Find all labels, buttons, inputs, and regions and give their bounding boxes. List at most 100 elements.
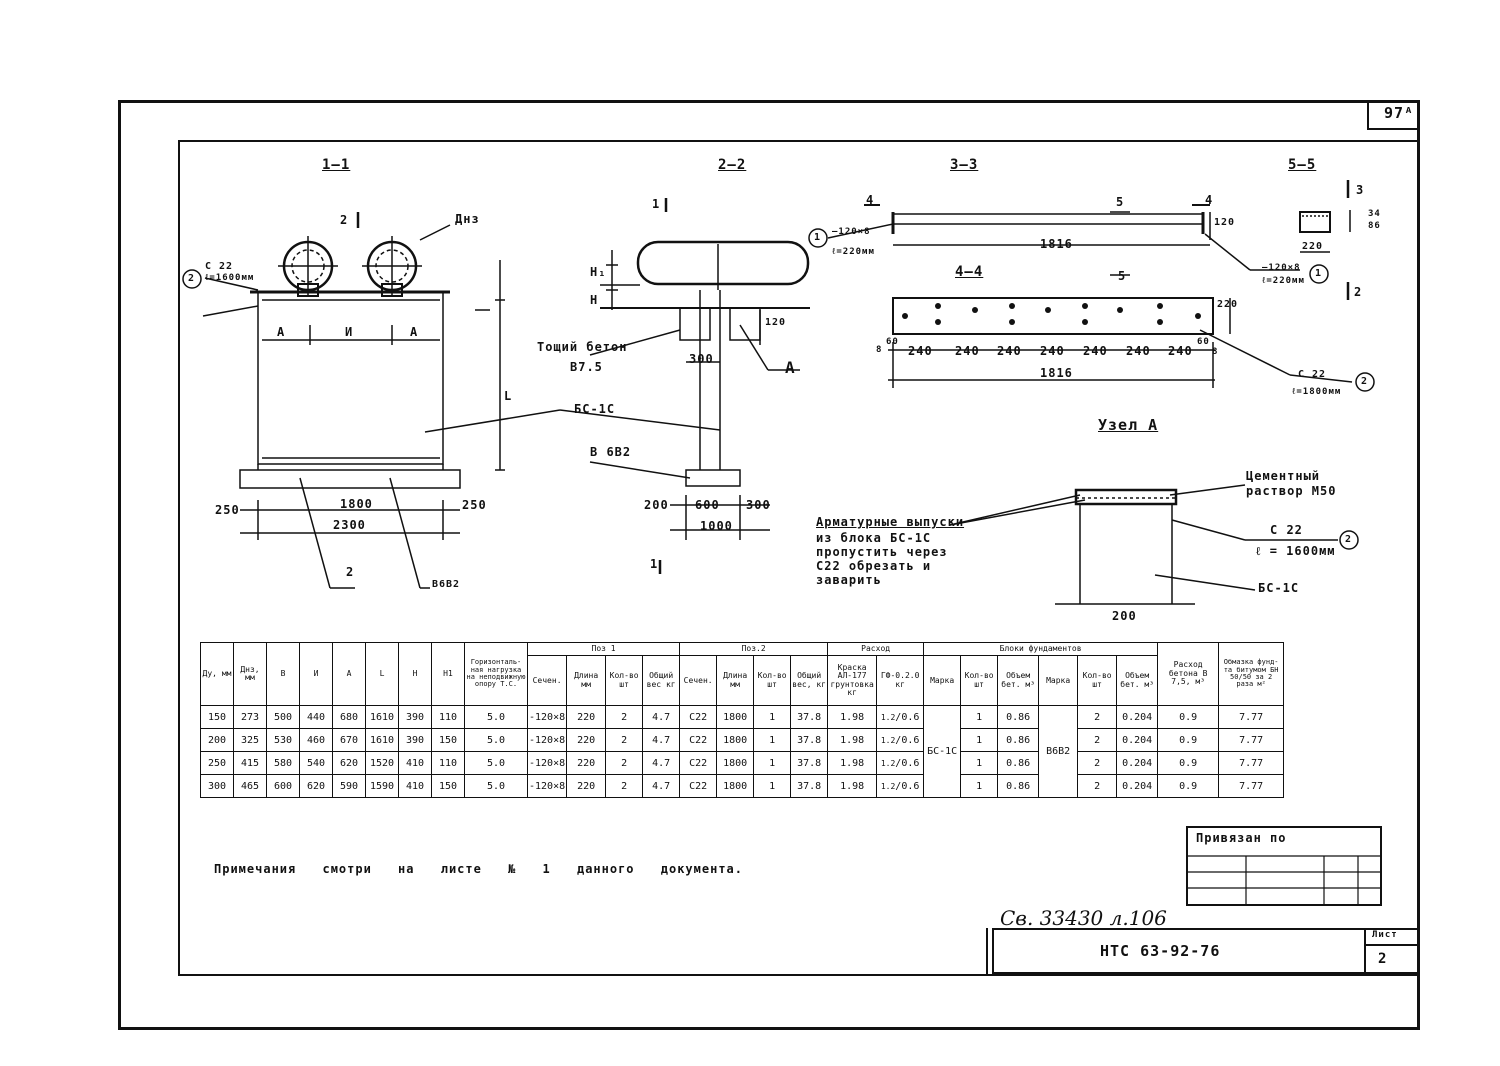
dim-220-top: 220 [1302,241,1324,252]
cell: 415 [233,751,267,775]
col-h: Н [398,642,432,706]
cell: 0.204 [1116,728,1159,752]
cell: С22 [679,705,718,729]
cell: 500 [266,705,300,729]
cell: 4.7 [642,705,681,729]
cut-mark-4-right: 4 [1205,193,1214,207]
cell: 0.9 [1157,751,1220,775]
table-row: 200 325 530 460 670 1610 390 150 5.0 -12… [200,728,1285,752]
cell: -120×8 [526,705,568,729]
cell: 1.2 [880,735,896,745]
cell: 1.2 [880,712,896,722]
cell: 300 [200,774,234,798]
cell: 1610 [365,705,399,729]
v6b2-label: В 6В2 [590,445,632,459]
cut-mark-1-bottom: 1 [650,557,659,571]
cell: 1.98 [827,705,878,729]
cell: 7.77 [1218,751,1285,775]
col-a: А [332,642,366,706]
dim-120-right: 120 [1214,217,1236,228]
dim-240-7: 240 [1168,344,1193,358]
dim-240-4: 240 [1040,344,1065,358]
dim-220-side: 220 [1217,299,1239,310]
bs1c-node-label: БС-1С [1258,581,1300,595]
cell: 1590 [365,774,399,798]
col-horizontal-load: Горизонталь-ная нагрузка на неподвижную … [464,642,528,706]
cell: 150 [431,728,465,752]
cell: 110 [431,705,465,729]
col-block-qty: Кол-во шт [960,655,999,706]
cell: 1.98 [827,774,878,798]
cell: 220 [566,751,607,775]
cell: 540 [299,751,333,775]
col-pos2-length: Длина мм [716,655,755,706]
cell: 410 [398,774,432,798]
node-a-title: Узел А [1098,416,1159,434]
col-i: И [299,642,333,706]
dim-i: И [345,325,354,339]
title-block-divider [1364,930,1366,974]
cell: 1 [753,774,792,798]
pos-2-marker: 2 [188,273,196,284]
cut-mark-3: 3 [1356,183,1365,197]
cell: 250 [200,751,234,775]
table-row: 250 415 580 540 620 1520 410 110 5.0 -12… [200,751,1285,775]
col-gf: ГФ-0.2.0 кг [876,655,925,706]
cell: 600 [266,774,300,798]
cell: 0.204 [1116,774,1159,798]
cell: 1 [960,751,999,775]
cell: 1.2 [880,758,896,768]
col-l: L [365,642,399,706]
block-section-1-1 [257,291,444,465]
dim-86: 86 [1368,221,1381,231]
notes-text: Примечания смотри на листе № 1 данного д… [214,862,744,876]
cell: 2 [1077,705,1118,729]
cell: 1800 [716,774,755,798]
b6b2-label: В6В2 [432,579,461,590]
col-group-pos2: Поз.2 [679,641,829,657]
cell: 580 [266,751,300,775]
col-bitumen: Обмазка фунд-та битумом БН 50/50 за 2 ра… [1218,642,1285,706]
armature-note-2: из блока БС-1С [816,531,932,545]
cell: 0.86 [997,705,1040,729]
col-block2-mark: Марка [1038,655,1079,706]
cell: 1 [960,728,999,752]
cell: 150 [200,705,234,729]
cell: 200 [200,728,234,752]
cell: 1800 [716,705,755,729]
col-h1: Н1 [431,642,465,706]
cell: 150 [431,774,465,798]
table-row: 150 273 500 440 680 1610 390 110 5.0 -12… [200,705,1285,798]
plate-left-length: ℓ=220мм [832,247,875,257]
sheet-number-box [1367,100,1420,130]
cell: 220 [566,705,607,729]
bs1c-label: БС-1С [574,402,616,416]
cell: 1610 [365,728,399,752]
col-block2-volume: Объем бет. м³ [1116,655,1159,706]
cell: 0.204 [1116,751,1159,775]
cell: С22 [679,774,718,798]
cell: -120×8 [526,728,568,752]
plate-right-size: —120×8 [1262,263,1301,273]
section-1-1-title: 1—1 [322,157,351,173]
cell: 7.77 [1218,705,1285,729]
cell: 2 [605,751,644,775]
col-pos1-section: Сечен. [526,655,568,706]
cell: 325 [233,728,267,752]
dim-240-6: 240 [1126,344,1151,358]
cell: 1.2/0.6 [876,751,925,775]
cell: 2 [605,705,644,729]
dim-240-5: 240 [1083,344,1108,358]
cell: 220 [566,728,607,752]
cement-grade: раствор М50 [1246,484,1337,498]
cell: 37.8 [790,705,829,729]
section-3-3-title: 3—3 [950,157,979,173]
col-pos2-section: Сечен. [679,655,718,706]
sheet-number-bottom: 2 [1378,951,1388,967]
title-block-hline [1364,944,1420,946]
col-group-rashod: Расход [827,641,925,657]
dim-250-left: 250 [215,503,240,517]
col-dy: Ду, мм [200,642,234,706]
c22-node-length: ℓ = 1600мм [1256,544,1336,558]
cell: 440 [299,705,333,729]
